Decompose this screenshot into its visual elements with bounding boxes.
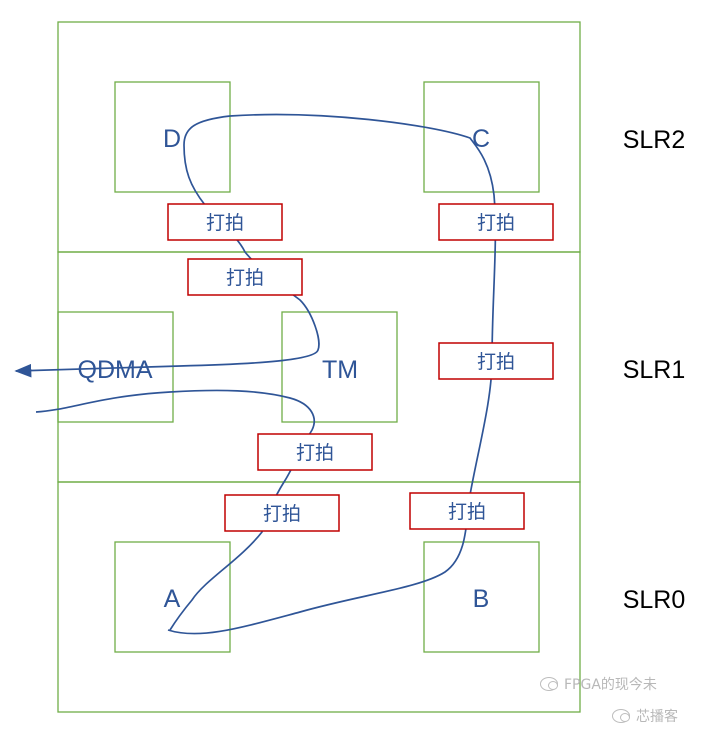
module-b-box bbox=[423, 541, 540, 653]
register-6-label: 打拍 bbox=[263, 503, 301, 525]
module-qdma-label: QDMA bbox=[78, 356, 153, 384]
slr0-region bbox=[57, 481, 581, 713]
wechat-icon bbox=[612, 709, 630, 723]
register-4-label: 打拍 bbox=[477, 351, 515, 373]
slr2-label: SLR2 bbox=[623, 126, 686, 154]
register-7-label: 打拍 bbox=[448, 501, 486, 523]
watermark-text-2: 芯播客 bbox=[636, 709, 678, 725]
module-c-label: C bbox=[472, 125, 490, 153]
module-tm-label: TM bbox=[322, 356, 358, 384]
module-d-label: D bbox=[163, 125, 181, 153]
watermark-line-2: 芯播客 bbox=[612, 706, 678, 726]
register-5-box bbox=[257, 433, 373, 471]
module-tm-box bbox=[281, 311, 398, 423]
register-2-box bbox=[438, 203, 554, 241]
module-a-box bbox=[114, 541, 231, 653]
route-wire-a-b-c-d-tm bbox=[14, 113, 497, 635]
register-4-box bbox=[438, 342, 554, 380]
register-5-label: 打拍 bbox=[296, 442, 334, 464]
register-2-label: 打拍 bbox=[477, 212, 515, 234]
module-b-label: B bbox=[473, 585, 490, 613]
module-c-box bbox=[423, 81, 540, 193]
register-1-label: 打拍 bbox=[206, 212, 244, 234]
module-d-box bbox=[114, 81, 231, 193]
register-6-box bbox=[224, 494, 340, 532]
slr0-label: SLR0 bbox=[623, 586, 686, 614]
register-7-box bbox=[409, 492, 525, 530]
register-1-box bbox=[167, 203, 283, 241]
watermark-text-1: FPGA的现今未 bbox=[564, 677, 657, 693]
slr1-label: SLR1 bbox=[623, 356, 686, 384]
wechat-icon bbox=[540, 677, 558, 691]
register-3-box bbox=[187, 258, 303, 296]
register-3-label: 打拍 bbox=[226, 267, 264, 289]
watermark-line-1: FPGA的现今未 bbox=[540, 674, 657, 694]
module-a-label: A bbox=[164, 585, 181, 613]
